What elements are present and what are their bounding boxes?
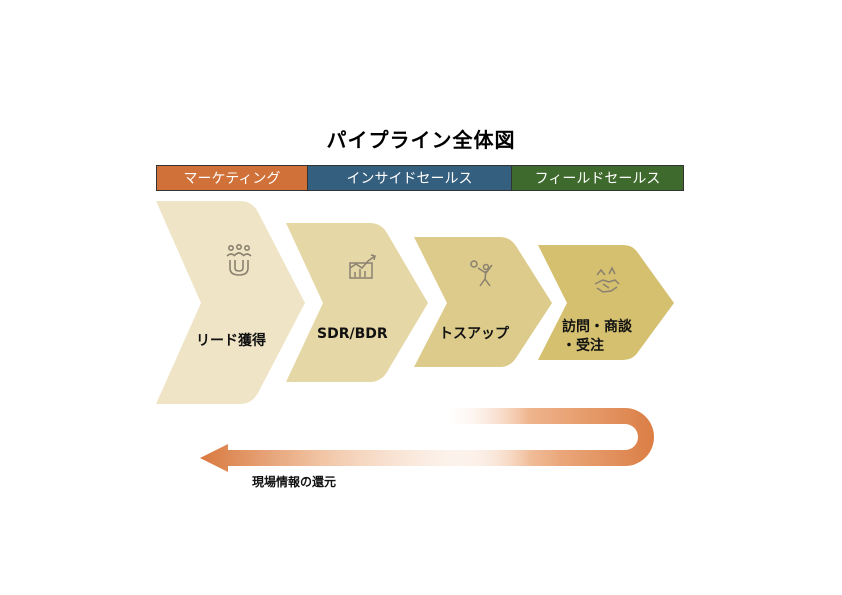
stage-visit-deal-order-label: 訪問・商談 ・受注 <box>562 318 632 356</box>
stage-toss-up <box>414 237 552 367</box>
phase-field-sales-label: フィールドセールス <box>534 171 661 187</box>
magnet-people-icon <box>226 244 252 276</box>
phase-marketing-label: マーケティング <box>183 171 281 187</box>
phase-marketing: マーケティング <box>156 165 308 191</box>
toss-person-icon <box>470 260 493 287</box>
stage-sdr-bdr <box>286 223 428 382</box>
handshake-icon <box>594 266 620 293</box>
growth-chart-icon <box>349 254 376 279</box>
phase-bar: マーケティング インサイドセールス フィールドセールス <box>156 165 684 191</box>
stage-visit-deal-order-label-line1: 訪問・商談 <box>562 319 632 335</box>
stage-visit-deal-order-label-line2: ・受注 <box>562 338 604 354</box>
stage-lead-acquisition <box>156 201 305 404</box>
stage-visit-deal-order <box>538 245 674 360</box>
stage-sdr-bdr-label: SDR/BDR <box>317 326 388 342</box>
stage-lead-acquisition-label: リード獲得 <box>196 333 266 349</box>
page-title: パイプライン全体図 <box>326 128 516 152</box>
feedback-arrow <box>200 408 654 472</box>
phase-field-sales: フィールドセールス <box>512 165 684 191</box>
phase-inside-sales-label: インサイドセールス <box>346 171 473 187</box>
stage-toss-up-label: トスアップ <box>439 326 509 342</box>
phase-inside-sales: インサイドセールス <box>308 165 512 191</box>
feedback-label: 現場情報の還元 <box>252 475 337 489</box>
